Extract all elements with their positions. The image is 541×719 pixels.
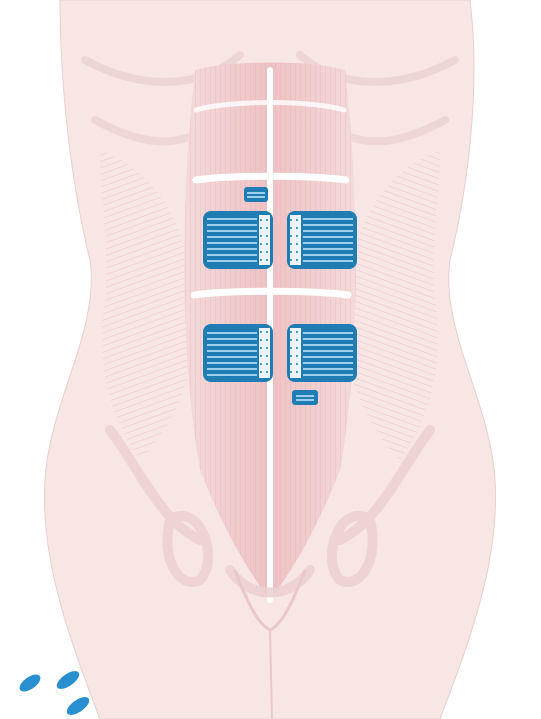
small-electrode-pad-bottom xyxy=(292,390,318,405)
small-electrode-pad-top xyxy=(244,187,268,202)
electrode-pad-lower-left xyxy=(203,324,273,382)
electrode-pad-lower-right xyxy=(287,324,357,382)
logo-droplets-icon xyxy=(17,668,92,719)
electrode-pad-upper-left xyxy=(203,211,273,269)
electrode-pad-upper-right xyxy=(287,211,357,269)
